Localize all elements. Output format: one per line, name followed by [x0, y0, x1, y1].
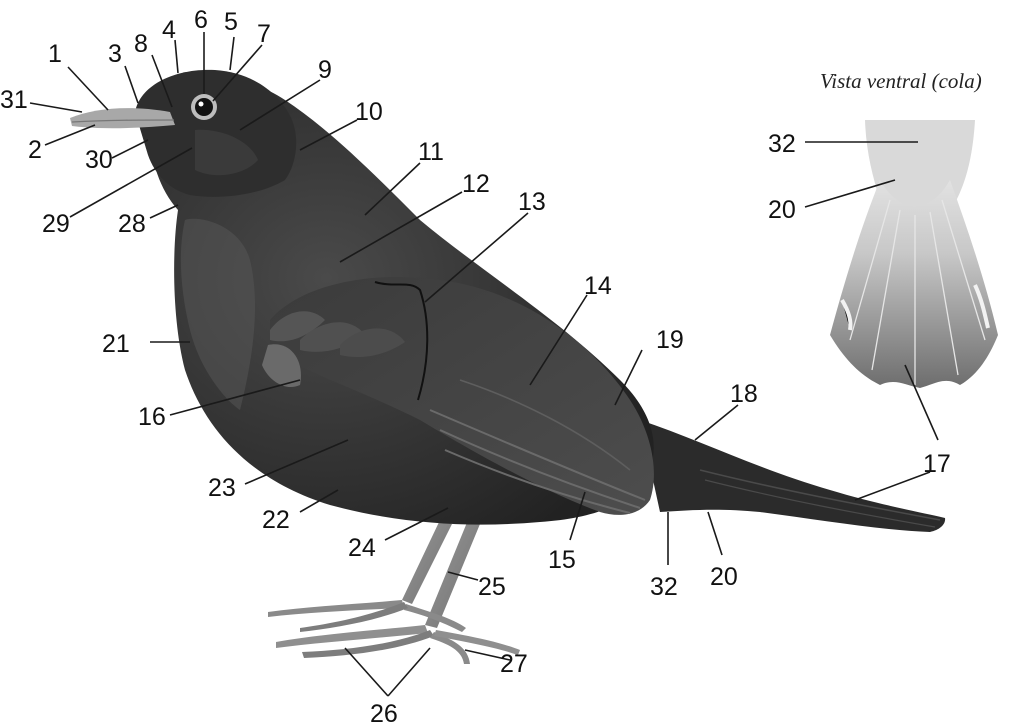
label-3: 3 [108, 40, 122, 68]
ventral-tail-view: Vista ventral (cola) [820, 69, 998, 388]
label-4: 4 [162, 16, 176, 44]
label-2: 2 [28, 136, 42, 164]
ventral-view-caption: Vista ventral (cola) [820, 69, 982, 93]
eye [195, 98, 213, 116]
label-14: 14 [584, 272, 612, 300]
label-23: 23 [208, 474, 236, 502]
label-29: 29 [42, 210, 70, 238]
label-26: 26 [370, 700, 398, 728]
label-18: 18 [730, 380, 758, 408]
label-24: 24 [348, 534, 376, 562]
label-10: 10 [355, 98, 383, 126]
label-8: 8 [134, 30, 148, 58]
label-15: 15 [548, 546, 576, 574]
label-31: 31 [0, 86, 28, 114]
label-17: 17 [923, 450, 951, 478]
label-7: 7 [257, 20, 271, 48]
label-6: 6 [194, 6, 208, 34]
label-5: 5 [224, 8, 238, 36]
bird-illustration [70, 70, 945, 664]
label-9: 9 [318, 56, 332, 84]
label-13: 13 [518, 188, 546, 216]
label-1: 1 [48, 40, 62, 68]
tail-label-20: 20 [768, 196, 796, 224]
label-11: 11 [418, 138, 444, 166]
tail-feathers-ventral [830, 180, 998, 388]
tail-side [640, 420, 945, 532]
label-22: 22 [262, 506, 290, 534]
label-25: 25 [478, 573, 506, 601]
tail-label-32: 32 [768, 130, 796, 158]
label-32: 32 [650, 573, 678, 601]
label-20: 20 [710, 563, 738, 591]
label-12: 12 [462, 170, 490, 198]
label-19: 19 [656, 326, 684, 354]
label-28: 28 [118, 210, 146, 238]
label-27: 27 [500, 650, 528, 678]
beak [70, 108, 175, 128]
label-16: 16 [138, 403, 166, 431]
label-21: 21 [102, 330, 130, 358]
label-30: 30 [85, 146, 113, 174]
